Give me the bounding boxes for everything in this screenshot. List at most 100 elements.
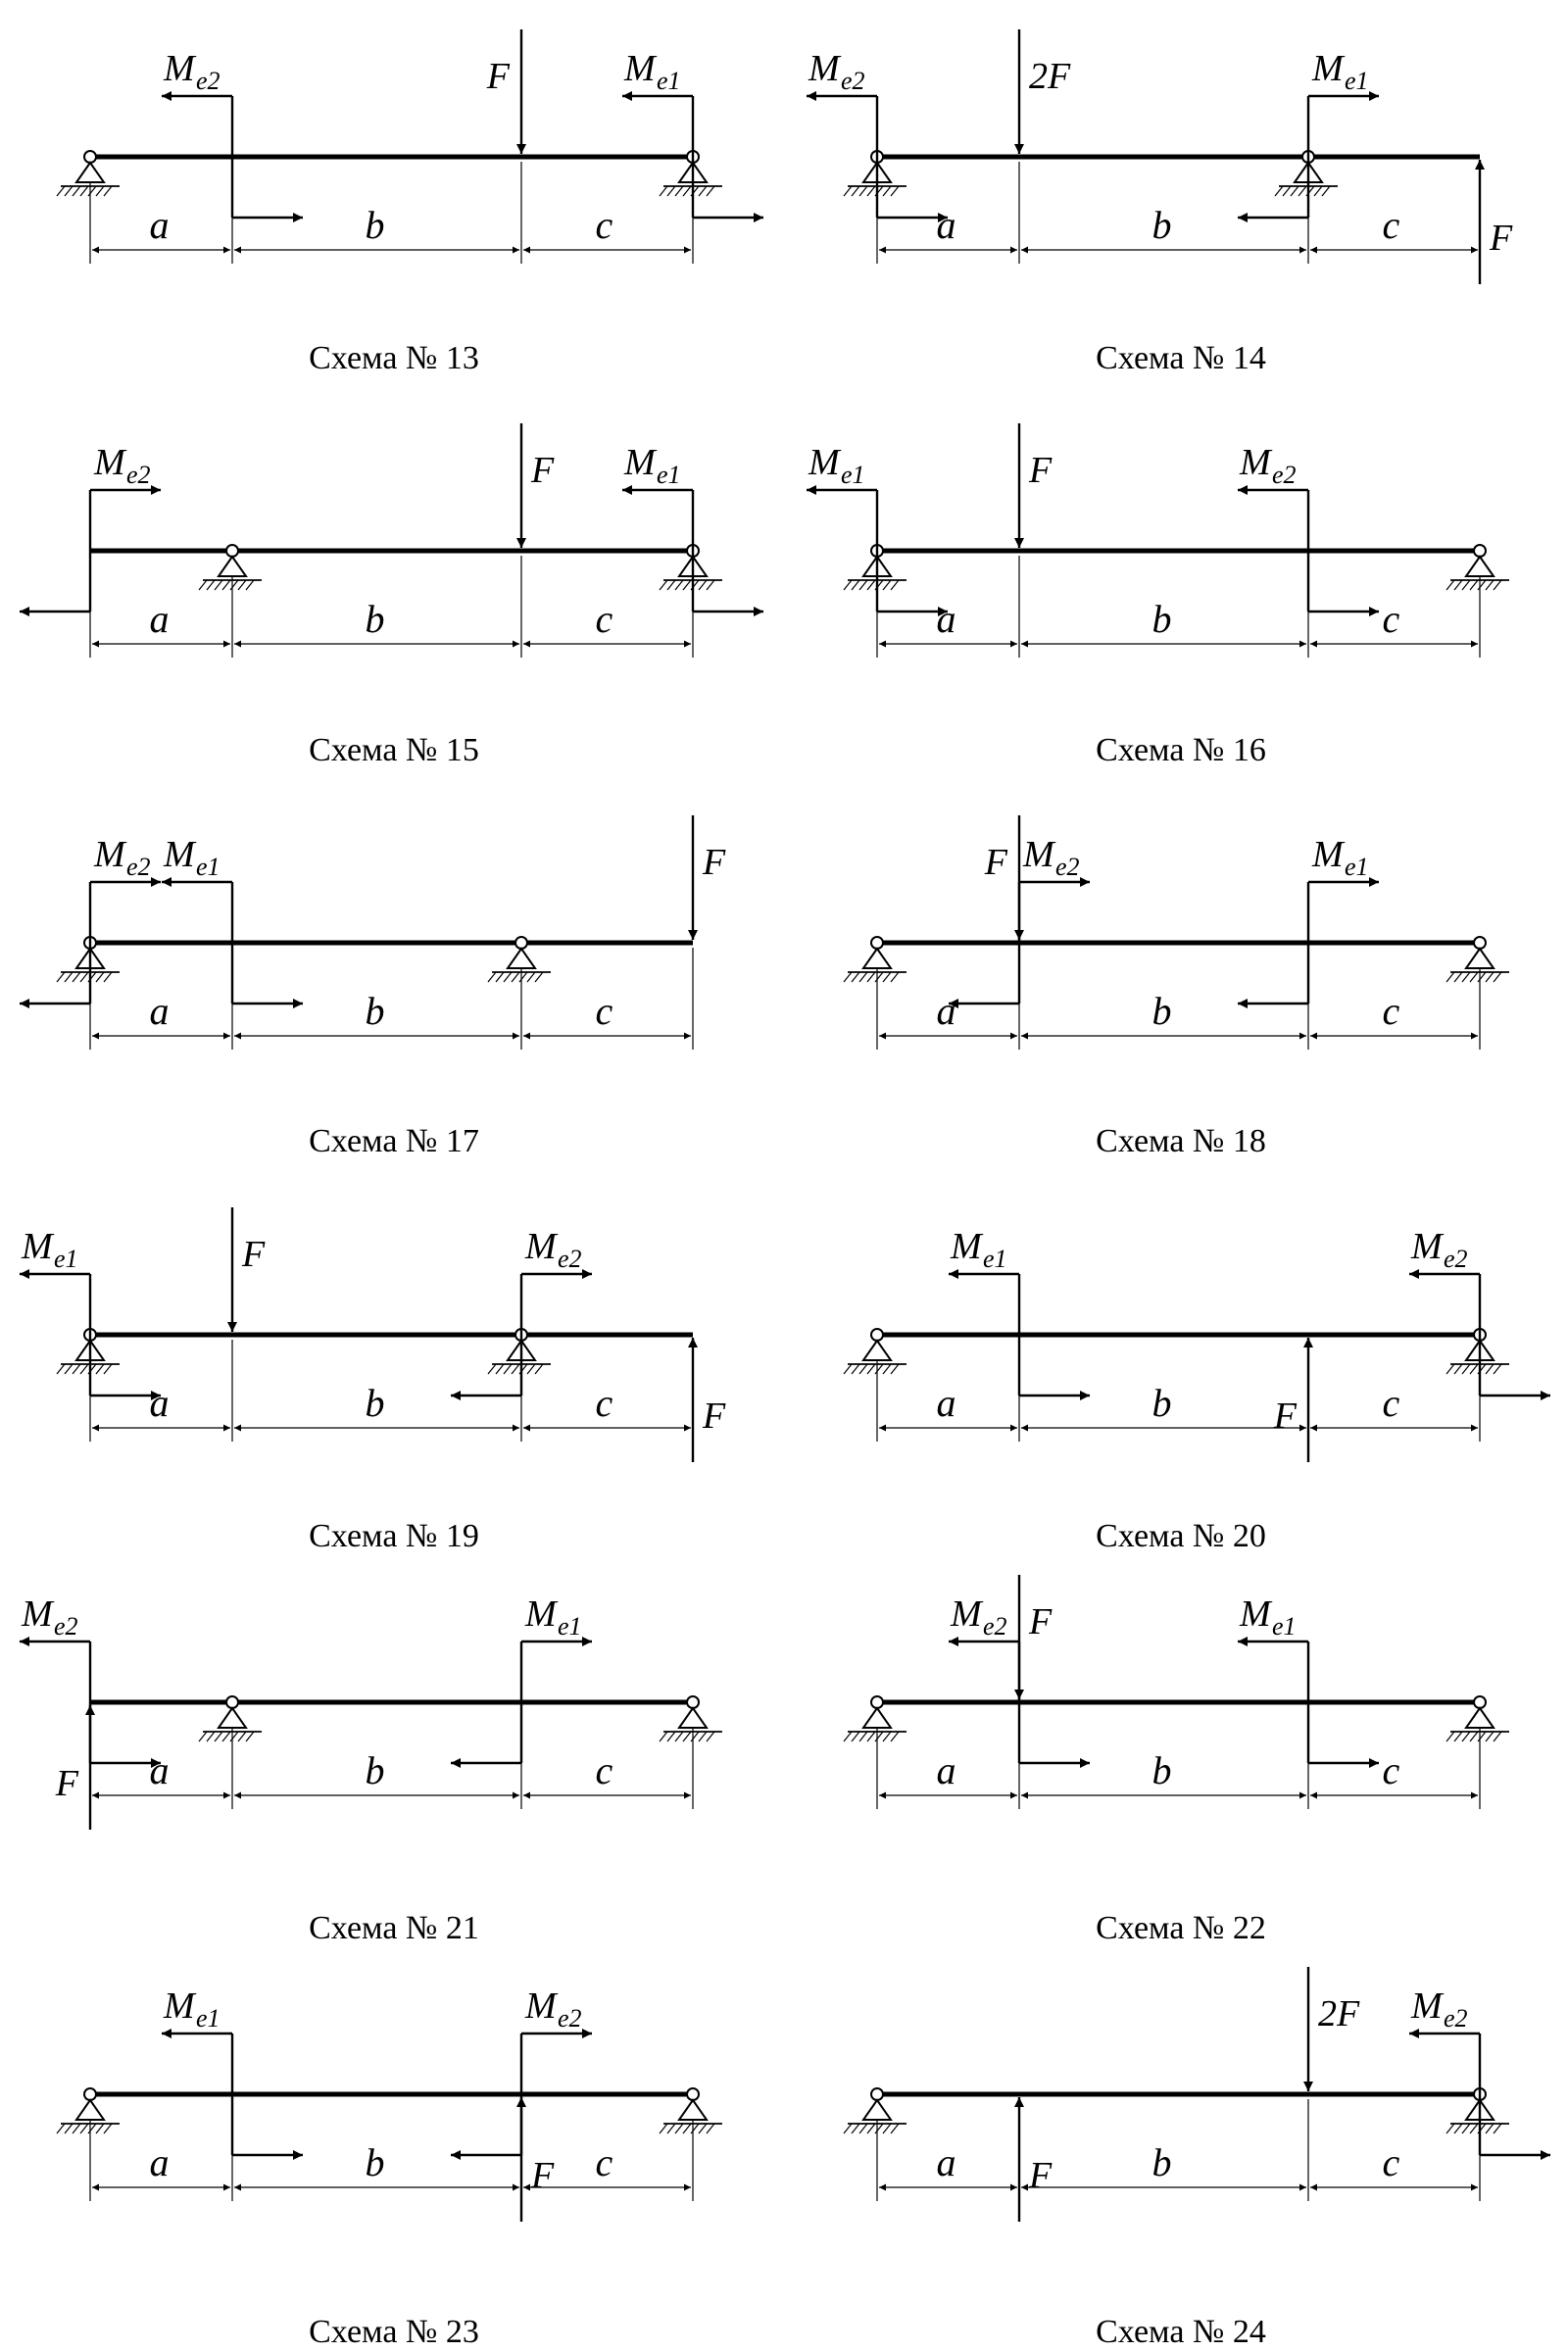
ground-hatch — [1282, 185, 1292, 197]
ground-hatch — [56, 1363, 66, 1375]
hinge — [83, 150, 97, 164]
hinge — [1473, 1695, 1487, 1709]
hinge — [514, 936, 528, 950]
moment-label-subscript: e1 — [196, 853, 220, 881]
ground-hatch — [64, 2123, 74, 2134]
moment-label-letter: M — [21, 1226, 55, 1267]
scheme-caption: Схема № 17 — [309, 1123, 479, 1159]
dimension-label-b: b — [366, 989, 385, 1033]
moment-label-subscript: e2 — [126, 461, 151, 489]
ground-hatch — [1493, 579, 1502, 591]
ground-hatch — [1274, 185, 1284, 197]
dimension-label-c: c — [596, 203, 613, 247]
pin-support — [843, 936, 906, 983]
support-triangle — [506, 947, 537, 969]
ground-hatch — [874, 971, 884, 983]
ground-hatch — [706, 2123, 715, 2134]
ground-hatch — [698, 1731, 708, 1742]
ground-hatch — [1477, 579, 1487, 591]
dimension-label-c: c — [596, 1381, 613, 1425]
ground-hatch — [866, 1363, 876, 1375]
hinge — [870, 936, 884, 950]
ground-hatch — [495, 971, 505, 983]
ground-hatch — [851, 2123, 860, 2134]
force-F: F — [55, 1705, 95, 1830]
ground-hatch — [874, 2123, 884, 2134]
moment-label-subscript: e2 — [841, 67, 865, 95]
scheme-caption: Схема № 22 — [1096, 1910, 1266, 1946]
ground-hatch — [866, 185, 876, 197]
ground-hatch — [518, 971, 528, 983]
moment-label-subscript: e2 — [1444, 1245, 1468, 1273]
ground-hatch — [198, 1731, 208, 1742]
ground-hatch — [1477, 971, 1487, 983]
ground-hatch — [874, 1363, 884, 1375]
support-triangle — [74, 161, 106, 183]
force-F: F — [1014, 423, 1053, 548]
moment-label-letter: M — [163, 48, 197, 89]
moment-label-letter: M — [1022, 834, 1056, 875]
ground-hatch — [526, 1363, 536, 1375]
ground-hatch — [890, 185, 900, 197]
ground-hatch — [882, 1363, 892, 1375]
support-triangle — [861, 947, 893, 969]
ground-hatch — [95, 185, 105, 197]
ground-hatch — [858, 1363, 868, 1375]
dimension-label-a: a — [937, 1748, 956, 1792]
moment-label-letter: M — [950, 1593, 984, 1635]
force-F: F — [1475, 160, 1513, 284]
ground-hatch — [659, 185, 668, 197]
ground-hatch — [95, 2123, 105, 2134]
scheme-caption: Схема № 15 — [309, 732, 479, 768]
ground-hatch — [64, 185, 74, 197]
ground-hatch — [890, 1731, 900, 1742]
ground-hatch — [682, 185, 692, 197]
ground-hatch — [64, 1363, 74, 1375]
dimension-label-a: a — [937, 1381, 956, 1425]
pin-support — [843, 1695, 906, 1742]
dimension-label-c: c — [1383, 1748, 1400, 1792]
ground-hatch — [214, 1731, 223, 1742]
ground-hatch — [1290, 185, 1299, 197]
ground-hatch — [843, 1731, 853, 1742]
ground-hatch — [206, 1731, 216, 1742]
dimension-label-b: b — [1152, 2140, 1172, 2184]
moment-label-subscript: e1 — [657, 67, 681, 95]
ground-hatch — [237, 1731, 247, 1742]
ground-hatch — [843, 1363, 853, 1375]
dimension-label-a: a — [937, 2140, 956, 2184]
hinge — [870, 1328, 884, 1342]
ground-hatch — [866, 971, 876, 983]
dimension-label-c: c — [1383, 2140, 1400, 2184]
ground-hatch — [851, 1731, 860, 1742]
force-F: F — [486, 29, 526, 154]
moment-label-subscript: e2 — [1444, 2004, 1468, 2033]
ground-hatch — [87, 185, 97, 197]
ground-hatch — [1485, 579, 1494, 591]
moment-label-letter: M — [623, 442, 658, 483]
ground-hatch — [659, 2123, 668, 2134]
ground-hatch — [1493, 1731, 1502, 1742]
ground-hatch — [503, 1363, 513, 1375]
pin-support — [487, 936, 551, 983]
ground-hatch — [1469, 579, 1479, 591]
ground-hatch — [890, 2123, 900, 2134]
moment-label-letter: M — [524, 1985, 559, 2027]
moment-label-letter: M — [524, 1593, 559, 1635]
ground-hatch — [874, 1731, 884, 1742]
pin-support — [56, 1328, 120, 1375]
